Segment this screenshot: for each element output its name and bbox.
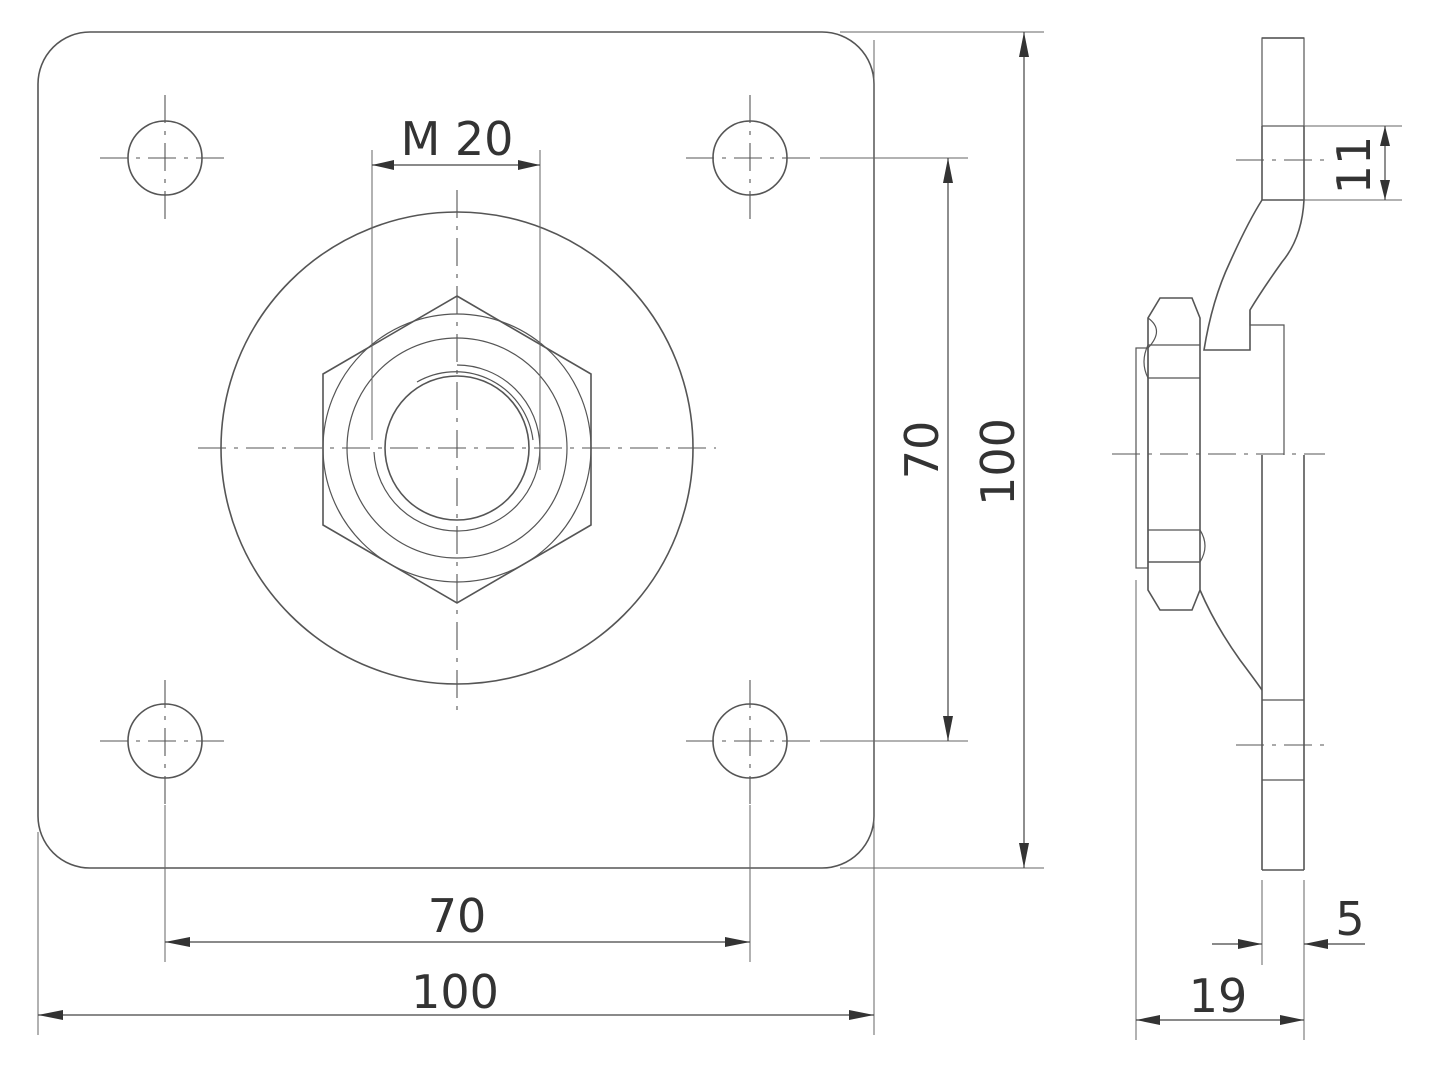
overall-depth-label: 19 <box>1189 969 1248 1023</box>
slot-height-label: 11 <box>1327 136 1381 195</box>
plate-width-label: 100 <box>411 965 499 1019</box>
thread-major-arc <box>373 364 541 532</box>
hole-center-lines <box>100 95 814 804</box>
hole-spacing-horizontal-label: 70 <box>428 889 487 943</box>
plate-section-top <box>1261 37 1305 127</box>
hole-spacing-vertical-label: 70 <box>895 421 949 480</box>
front-view: M 20 70 100 70 100 <box>37 31 1044 1035</box>
thread-minor-arc <box>416 371 534 441</box>
flange-lower-profile <box>1199 589 1263 691</box>
thread-size-label: M 20 <box>401 112 514 166</box>
plate-height-label: 100 <box>971 418 1025 506</box>
side-view: 11 5 19 <box>1112 37 1402 1040</box>
hex-nut-outline <box>322 295 592 604</box>
thread-minor-circle <box>384 375 530 521</box>
plate-thickness-label: 5 <box>1335 892 1364 946</box>
dome-section <box>1203 199 1305 351</box>
